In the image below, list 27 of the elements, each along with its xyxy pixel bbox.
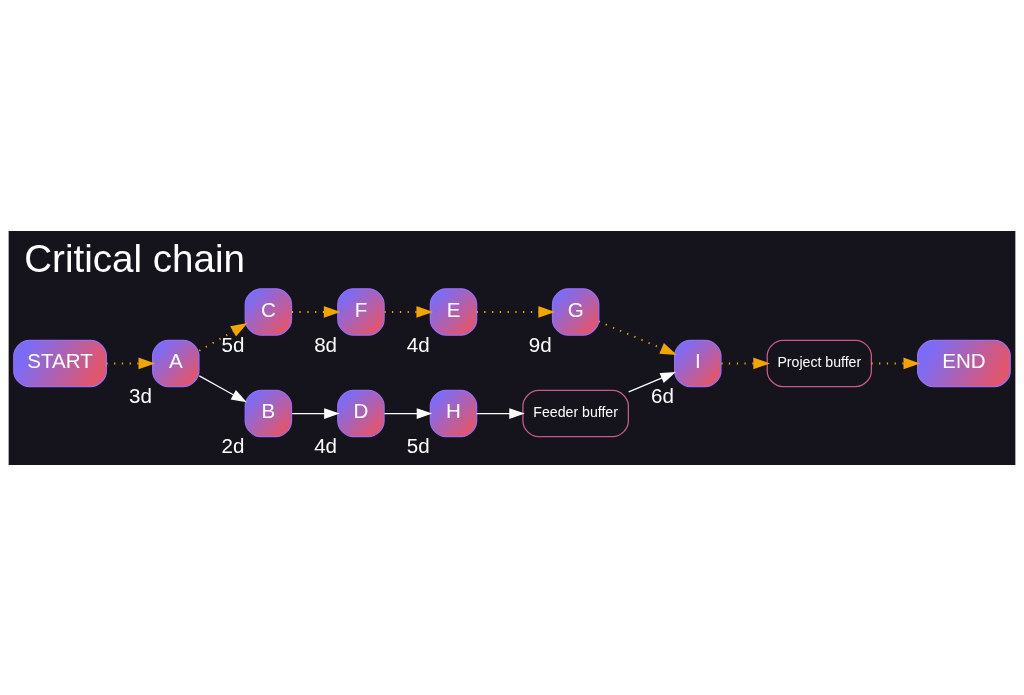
node-label: 2d — [221, 433, 245, 457]
arrow — [383, 407, 433, 419]
arrow — [291, 407, 340, 419]
arrow — [198, 322, 248, 352]
node-label: 4d — [406, 332, 430, 356]
node-box: Feeder buffer — [522, 389, 629, 437]
node-label: 5d — [221, 332, 245, 356]
arrow — [198, 374, 247, 402]
node-box: START — [13, 339, 107, 387]
arrow — [597, 319, 677, 355]
diagram-title: Critical chain — [24, 236, 246, 280]
arrow — [383, 305, 434, 318]
node-label: 9d — [528, 332, 552, 356]
node-label: 8d — [314, 332, 338, 356]
arrow — [105, 357, 156, 369]
node-label: 4d — [314, 433, 338, 457]
arrow — [290, 305, 341, 318]
arrow — [720, 357, 771, 369]
arrow — [476, 407, 525, 419]
node-box: END — [917, 339, 1011, 387]
arrow — [870, 357, 921, 369]
node-box: Project buffer — [766, 339, 872, 387]
arrow — [628, 371, 676, 392]
node-label: 6d — [650, 383, 674, 407]
node-label: 3d — [128, 383, 152, 407]
arrow — [475, 305, 556, 318]
node-label: 5d — [406, 433, 430, 457]
